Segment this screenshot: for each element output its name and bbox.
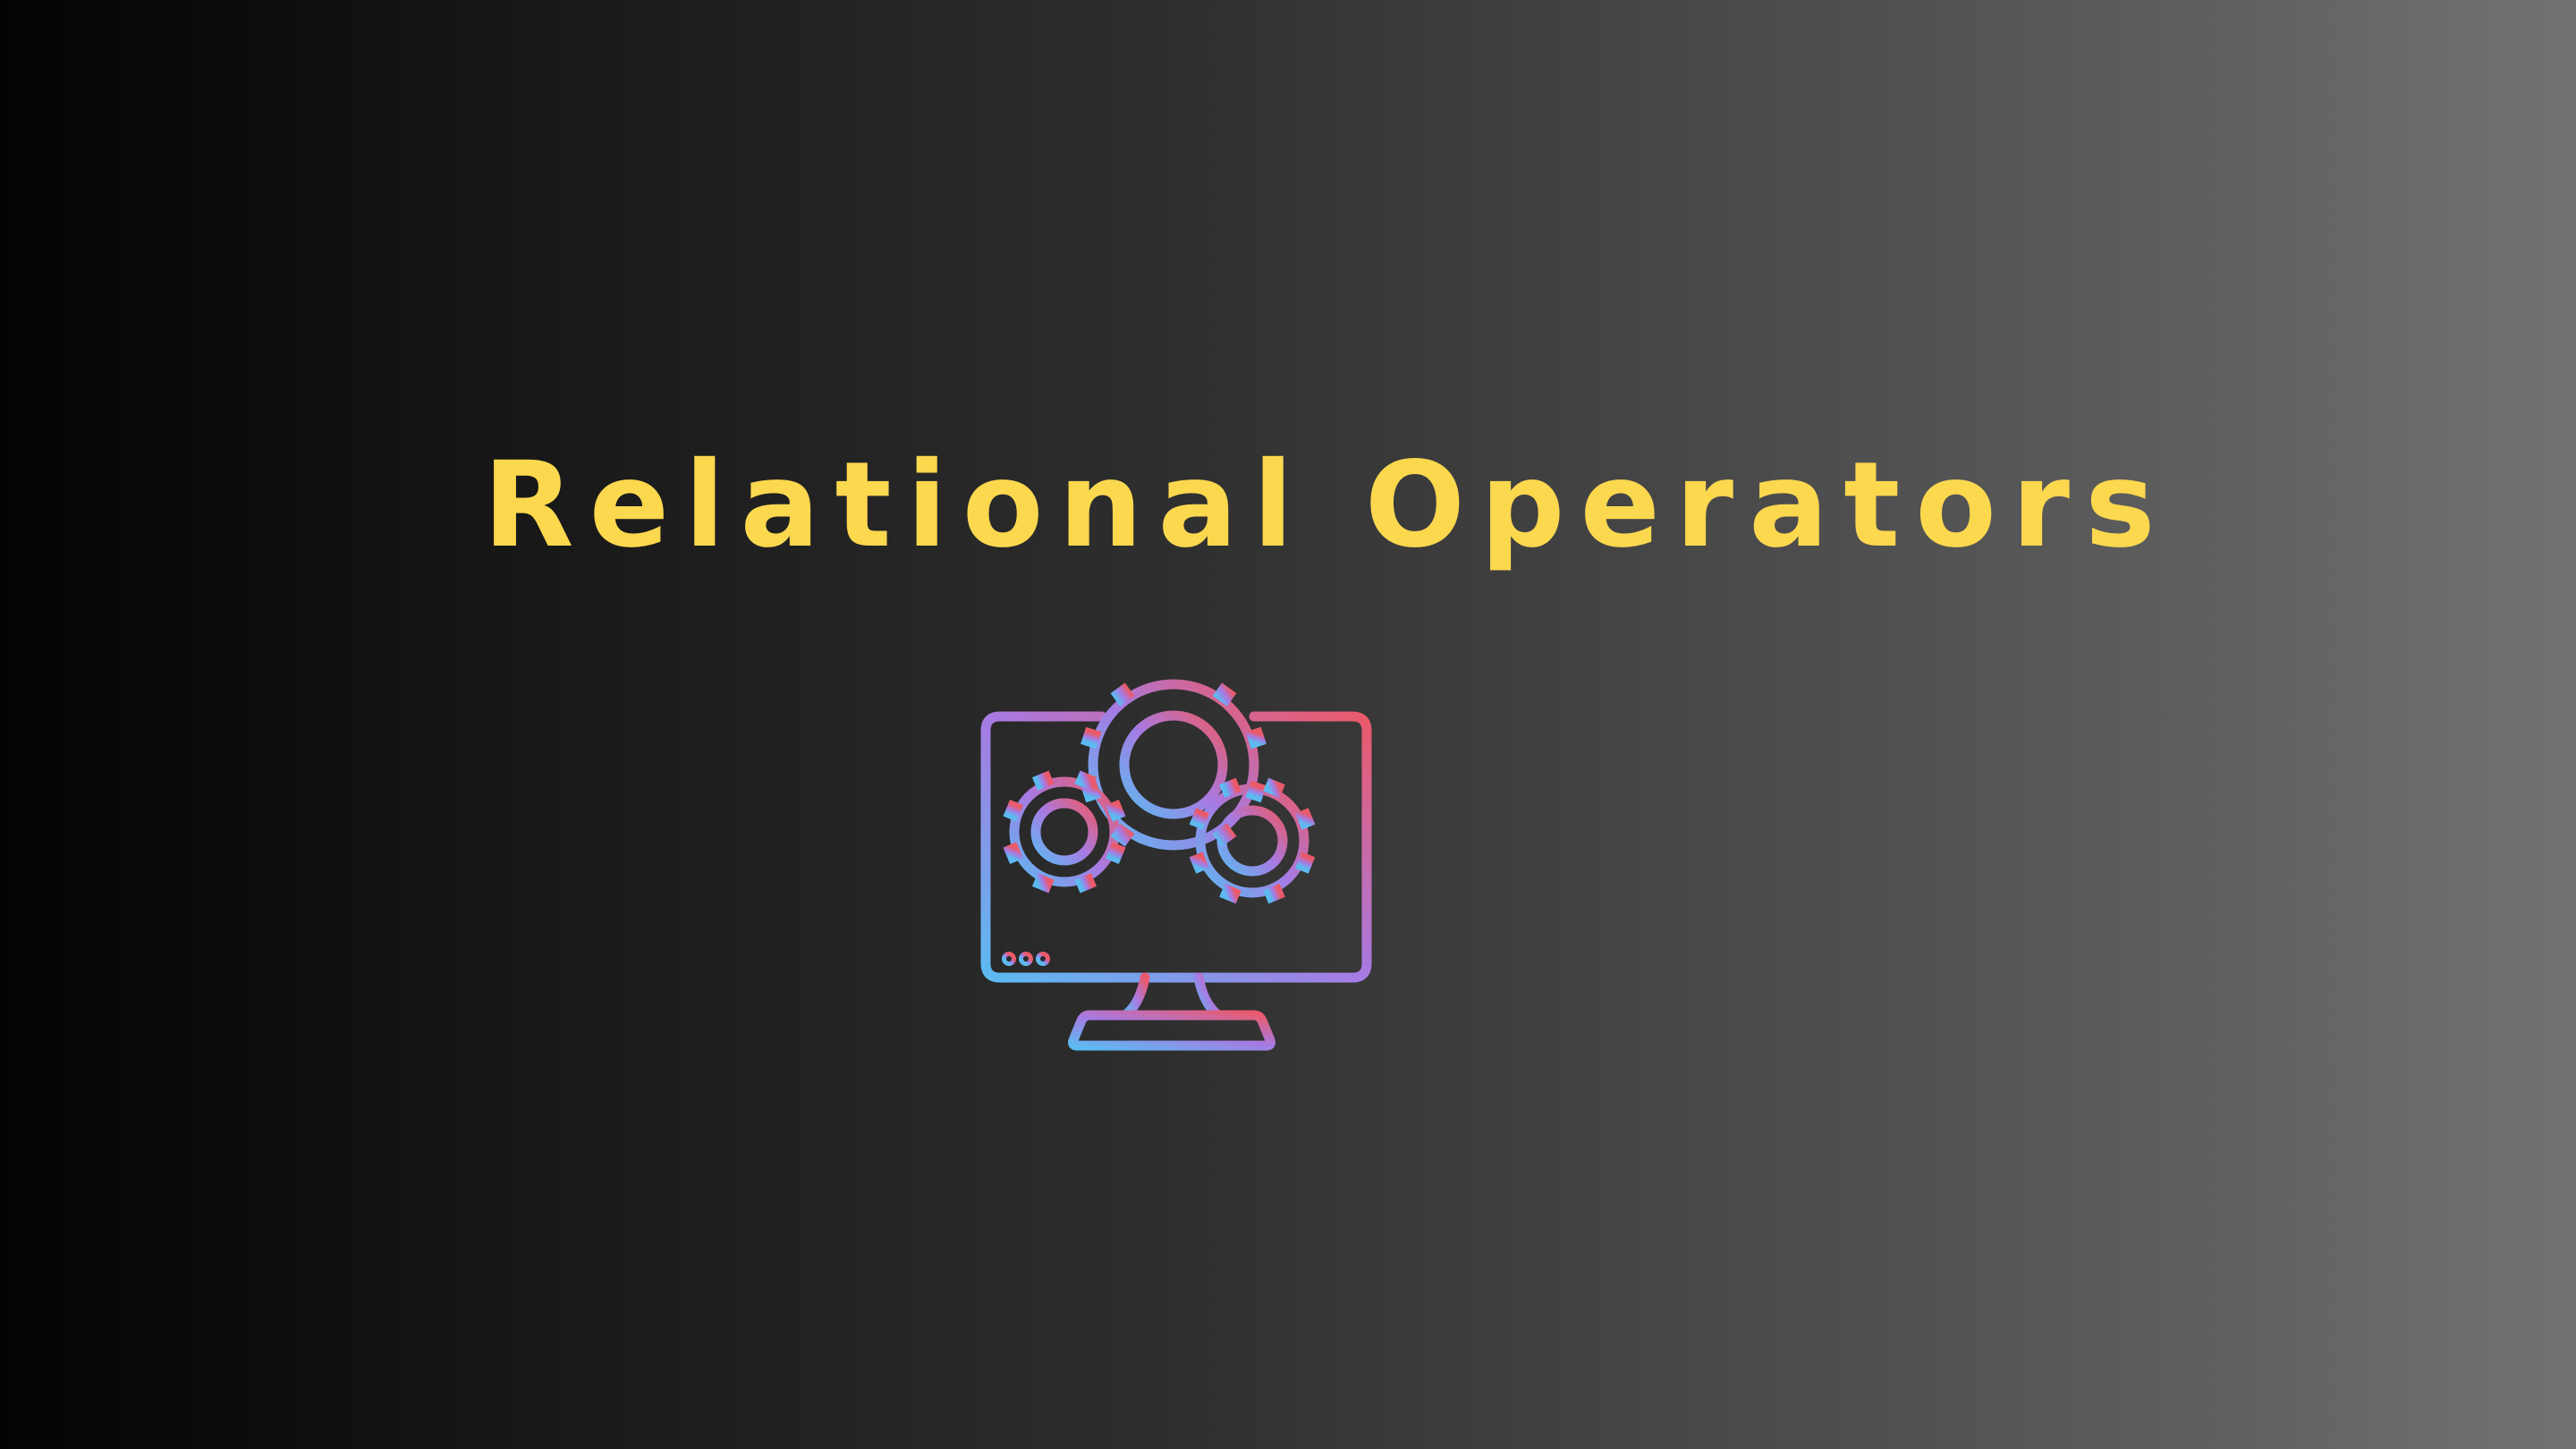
large-gear-tooth	[1245, 726, 1267, 750]
monitor-base	[1068, 1010, 1275, 1051]
right-gear-tooth	[1219, 883, 1241, 904]
right-gear-tooth	[1294, 852, 1316, 874]
left-gear-tooth	[1003, 799, 1023, 822]
left-gear-tooth	[1074, 873, 1097, 894]
left-gear-tooth	[1106, 799, 1126, 822]
right-gear-tooth	[1189, 808, 1210, 830]
status-dot-3	[1036, 952, 1050, 966]
slide-title: Relational Operators	[483, 436, 2171, 574]
right-gear	[1195, 784, 1309, 898]
large-gear-tooth	[1110, 682, 1135, 707]
left-gear-tooth	[1106, 842, 1126, 865]
left-gear-tooth	[1003, 842, 1023, 865]
large-gear-tooth	[1080, 726, 1102, 750]
right-gear-tooth	[1263, 883, 1285, 904]
right-gear-tooth	[1294, 808, 1316, 830]
right-gear-tooth	[1219, 777, 1241, 799]
monitor-frame	[980, 711, 1372, 983]
monitor-neck-right	[1193, 972, 1224, 1021]
status-dot-2	[1019, 952, 1033, 966]
large-gear-tooth	[1212, 682, 1237, 707]
large-gear-tooth	[1245, 780, 1267, 803]
large-gear-tooth	[1080, 780, 1102, 803]
large-gear-tooth	[1110, 823, 1135, 847]
left-gear-tooth	[1031, 873, 1055, 894]
computer-gears-svg	[980, 670, 1372, 1051]
status-dot-1	[1002, 952, 1016, 966]
computer-settings-gears-icon	[975, 670, 1377, 1073]
right-gear-tooth	[1263, 777, 1285, 799]
left-gear-tooth	[1031, 770, 1055, 791]
right-gear-tooth	[1189, 852, 1210, 874]
left-gear-tooth	[1074, 770, 1097, 791]
monitor-neck-left	[1120, 972, 1150, 1021]
gear-teeth	[1003, 670, 1316, 904]
large-gear-tooth	[1212, 823, 1237, 847]
